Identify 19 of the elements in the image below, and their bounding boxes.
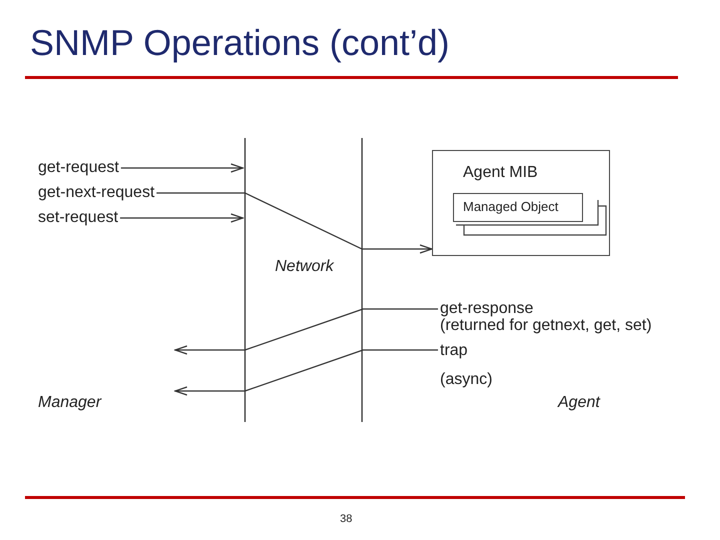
- party-label: Agent: [558, 394, 600, 412]
- note-label: (async): [440, 371, 492, 389]
- arrow: [120, 213, 244, 223]
- arrow: [174, 308, 438, 355]
- slide-title: SNMP Operations (cont’d): [30, 22, 450, 64]
- arrow: [120, 163, 244, 173]
- page-number: 38: [340, 513, 352, 525]
- box-label: Managed Object: [463, 199, 558, 214]
- arrow: [156, 192, 433, 254]
- message-label: trap: [440, 342, 468, 359]
- region-label: Network: [275, 258, 334, 276]
- message-label: set-request: [38, 209, 118, 226]
- mib-box: [432, 150, 610, 256]
- party-label: Manager: [38, 394, 102, 412]
- message-label: get-response (returned for getnext, get, set): [440, 300, 652, 334]
- message-label: get-next-request: [38, 184, 155, 201]
- box-heading: Agent MIB: [463, 164, 538, 182]
- message-label: get-request: [38, 159, 119, 176]
- arrow: [174, 349, 438, 396]
